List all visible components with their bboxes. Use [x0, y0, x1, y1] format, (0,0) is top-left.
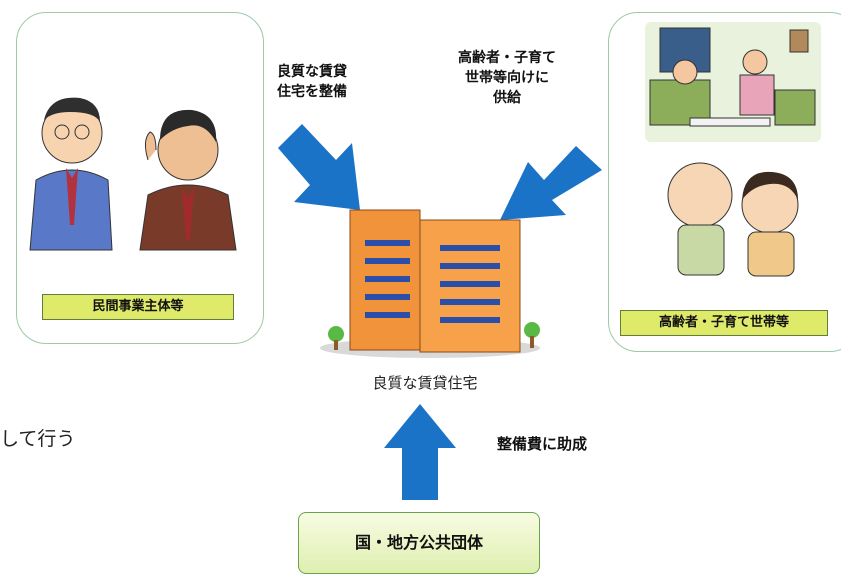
cut-off-text: して行う: [0, 428, 76, 450]
arrow-left-text-line1: 良質な賃貸: [277, 64, 347, 80]
private-operator-label: 民間事業主体等: [42, 294, 234, 320]
family-illustration: [645, 22, 821, 142]
government-box: 国・地方公共団体: [298, 512, 540, 574]
elderly-couple-illustration: [667, 162, 799, 277]
arrow-right-text-line3: 供給: [493, 90, 521, 106]
apartment-building-illustration: [320, 209, 540, 358]
subsidy-text: 整備費に助成: [496, 435, 587, 453]
arrow-up-from-government: [384, 404, 456, 500]
arrow-left-text-line2: 住宅を整備: [277, 84, 347, 100]
elderly-family-label: 高齢者・子育て世帯等: [620, 310, 828, 336]
quality-rental-housing-label: 良質な賃貸住宅: [372, 374, 478, 392]
arrow-right-text-line1: 高齢者・子育て: [458, 50, 556, 66]
arrow-right-to-building: [500, 146, 602, 220]
arrow-right-text-line2: 世帯等向けに: [465, 70, 549, 86]
arrow-left-text: 良質な賃貸 住宅を整備: [262, 62, 362, 102]
arrow-left-to-building: [278, 124, 360, 210]
businessmen-illustration: [29, 97, 237, 251]
arrow-right-text: 高齢者・子育て 世帯等向けに 供給: [444, 48, 570, 108]
